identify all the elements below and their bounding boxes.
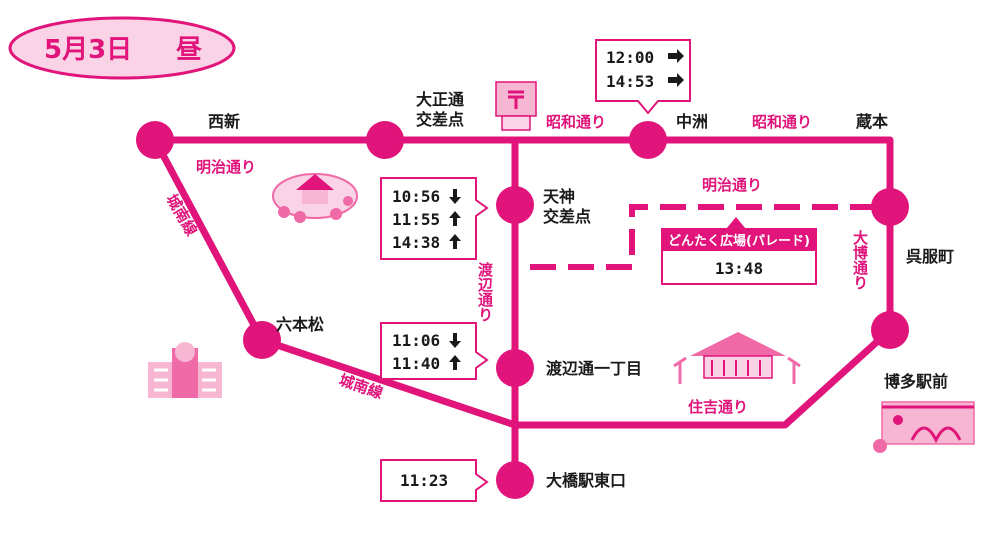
road-label-meiji-1: 明治通り <box>196 158 256 176</box>
road-label-daihaku: 大博通り <box>851 229 869 290</box>
arrow-up-icon <box>449 234 461 249</box>
period-text: 昼 <box>176 35 203 65</box>
stop-watanabe <box>496 349 534 387</box>
stop-ohashi <box>496 461 534 499</box>
stop-kuramoto <box>871 188 909 226</box>
timetable-tenjin-time-3: 14:38 <box>392 233 440 252</box>
parade-header: どんたく広場(パレード) <box>668 233 810 249</box>
stop-label-ohashi-east: 大橋駅東口 <box>546 471 626 490</box>
timetable-watanabe: 11:06 11:40 <box>380 322 489 380</box>
stop-label-watanabe-itchome: 渡辺通一丁目 <box>546 359 642 378</box>
building-icon <box>148 342 222 398</box>
road-label-sumiyoshi: 住吉通り <box>688 398 748 416</box>
timetable-tenjin: 10:56 11:55 14:38 <box>380 177 489 260</box>
timetable-tenjin-time-2: 11:55 <box>392 210 440 229</box>
stop-nakasu <box>629 121 667 159</box>
stop-markers <box>136 121 909 499</box>
parade-time: 13:48 <box>715 259 763 278</box>
castle-icon <box>272 173 358 223</box>
road-label-watanabe: 渡辺通り <box>476 261 494 322</box>
shrine-icon <box>673 332 801 384</box>
timetable-nakasu-time-2: 14:53 <box>606 72 654 91</box>
arrow-down-icon <box>449 333 461 348</box>
stop-gofukumachi <box>871 311 909 349</box>
stop-label-gofukumachi: 呉服町 <box>906 247 954 266</box>
stop-ropponmatsu <box>243 321 281 359</box>
stop-taisho <box>366 121 404 159</box>
arrow-up-icon <box>449 211 461 226</box>
arrow-right-icon <box>668 49 684 63</box>
stop-label-nakasu: 中洲 <box>676 112 708 131</box>
stop-label-taisho-2: 交差点 <box>416 110 464 129</box>
stop-label-hakata-station: 博多駅前 <box>884 372 948 391</box>
date-text: 5月3日 <box>44 35 132 65</box>
timetable-ohashi: 11:23 <box>380 459 489 502</box>
date-badge: 5月3日 昼 <box>8 16 236 80</box>
timetable-nakasu: 12:00 14:53 <box>595 39 691 115</box>
stop-nishijin <box>136 121 174 159</box>
parade-route <box>530 204 890 270</box>
arrow-right-icon <box>668 73 684 87</box>
timetable-watanabe-time-1: 11:06 <box>392 331 440 350</box>
stop-label-nishijin: 西新 <box>208 112 240 131</box>
road-label-showa-1: 昭和通り <box>546 113 606 131</box>
timetable-nakasu-time-1: 12:00 <box>606 48 654 67</box>
timetable-watanabe-time-2: 11:40 <box>392 354 440 373</box>
stop-label-ropponmatsu: 六本松 <box>276 315 324 334</box>
stop-label-tenjin-1: 天神 <box>543 187 575 206</box>
station-icon <box>873 401 975 453</box>
arrow-down-icon <box>449 189 461 204</box>
stop-label-kuramoto: 蔵本 <box>856 112 888 131</box>
stop-label-tenjin-2: 交差点 <box>543 207 591 226</box>
stop-label-taisho-1: 大正通 <box>416 90 464 109</box>
post-office-icon <box>495 81 537 131</box>
timetable-ohashi-time-1: 11:23 <box>400 471 448 490</box>
arrow-up-icon <box>449 355 461 370</box>
timetable-tenjin-time-1: 10:56 <box>392 187 440 206</box>
parade-box: どんたく広場(パレード) 13:48 <box>661 217 817 285</box>
road-label-meiji-2: 明治通り <box>702 176 762 194</box>
road-label-showa-2: 昭和通り <box>752 113 812 131</box>
stop-tenjin <box>496 186 534 224</box>
